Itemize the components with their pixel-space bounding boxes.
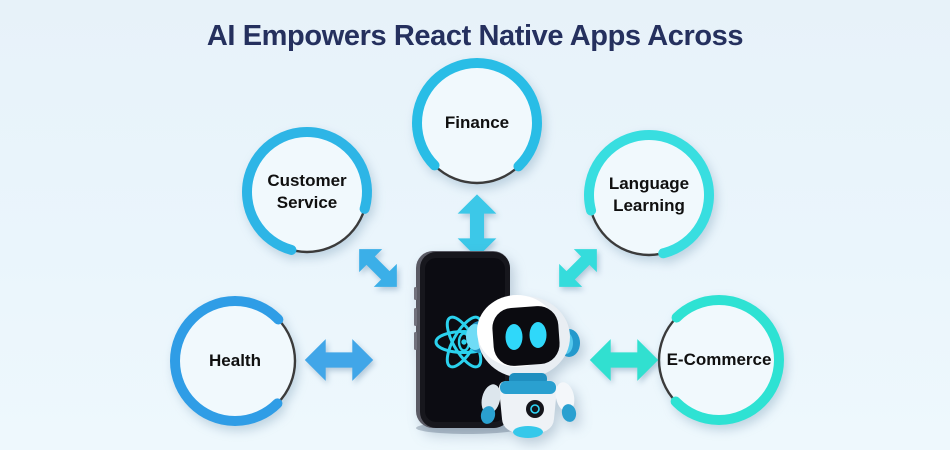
language-learning-double-arrow-icon bbox=[559, 249, 597, 287]
node-finance: Finance bbox=[402, 48, 552, 198]
health-ring-icon bbox=[170, 296, 300, 426]
finance-ring-icon bbox=[411, 57, 542, 188]
ai-robot-icon bbox=[466, 295, 580, 438]
node-health: Health bbox=[160, 286, 310, 436]
center-illustration bbox=[414, 251, 580, 438]
node-label-language-learning: Language Learning bbox=[608, 173, 690, 215]
node-label-health: Health bbox=[209, 350, 261, 370]
node-customer-service: Customer Service bbox=[232, 117, 382, 267]
customer-service-ring-icon bbox=[242, 127, 372, 257]
customer-service-double-arrow-icon bbox=[359, 249, 397, 287]
page-title: AI Empowers React Native Apps Across bbox=[206, 20, 744, 52]
health-double-arrow-icon bbox=[304, 339, 374, 381]
ecommerce-ring-icon bbox=[654, 295, 784, 425]
ecommerce-double-arrow-icon bbox=[589, 339, 659, 381]
node-label-finance: Finance bbox=[444, 112, 510, 132]
node-ecommerce: E-Commerce bbox=[644, 285, 794, 435]
node-label-ecommerce: E-Commerce bbox=[666, 349, 772, 369]
language-learning-ring-icon bbox=[584, 130, 714, 260]
node-language-learning: Language Learning bbox=[574, 120, 724, 270]
finance-double-arrow-icon bbox=[457, 194, 497, 258]
node-label-customer-service: Customer Service bbox=[267, 170, 347, 212]
smartphone-icon bbox=[414, 251, 510, 428]
